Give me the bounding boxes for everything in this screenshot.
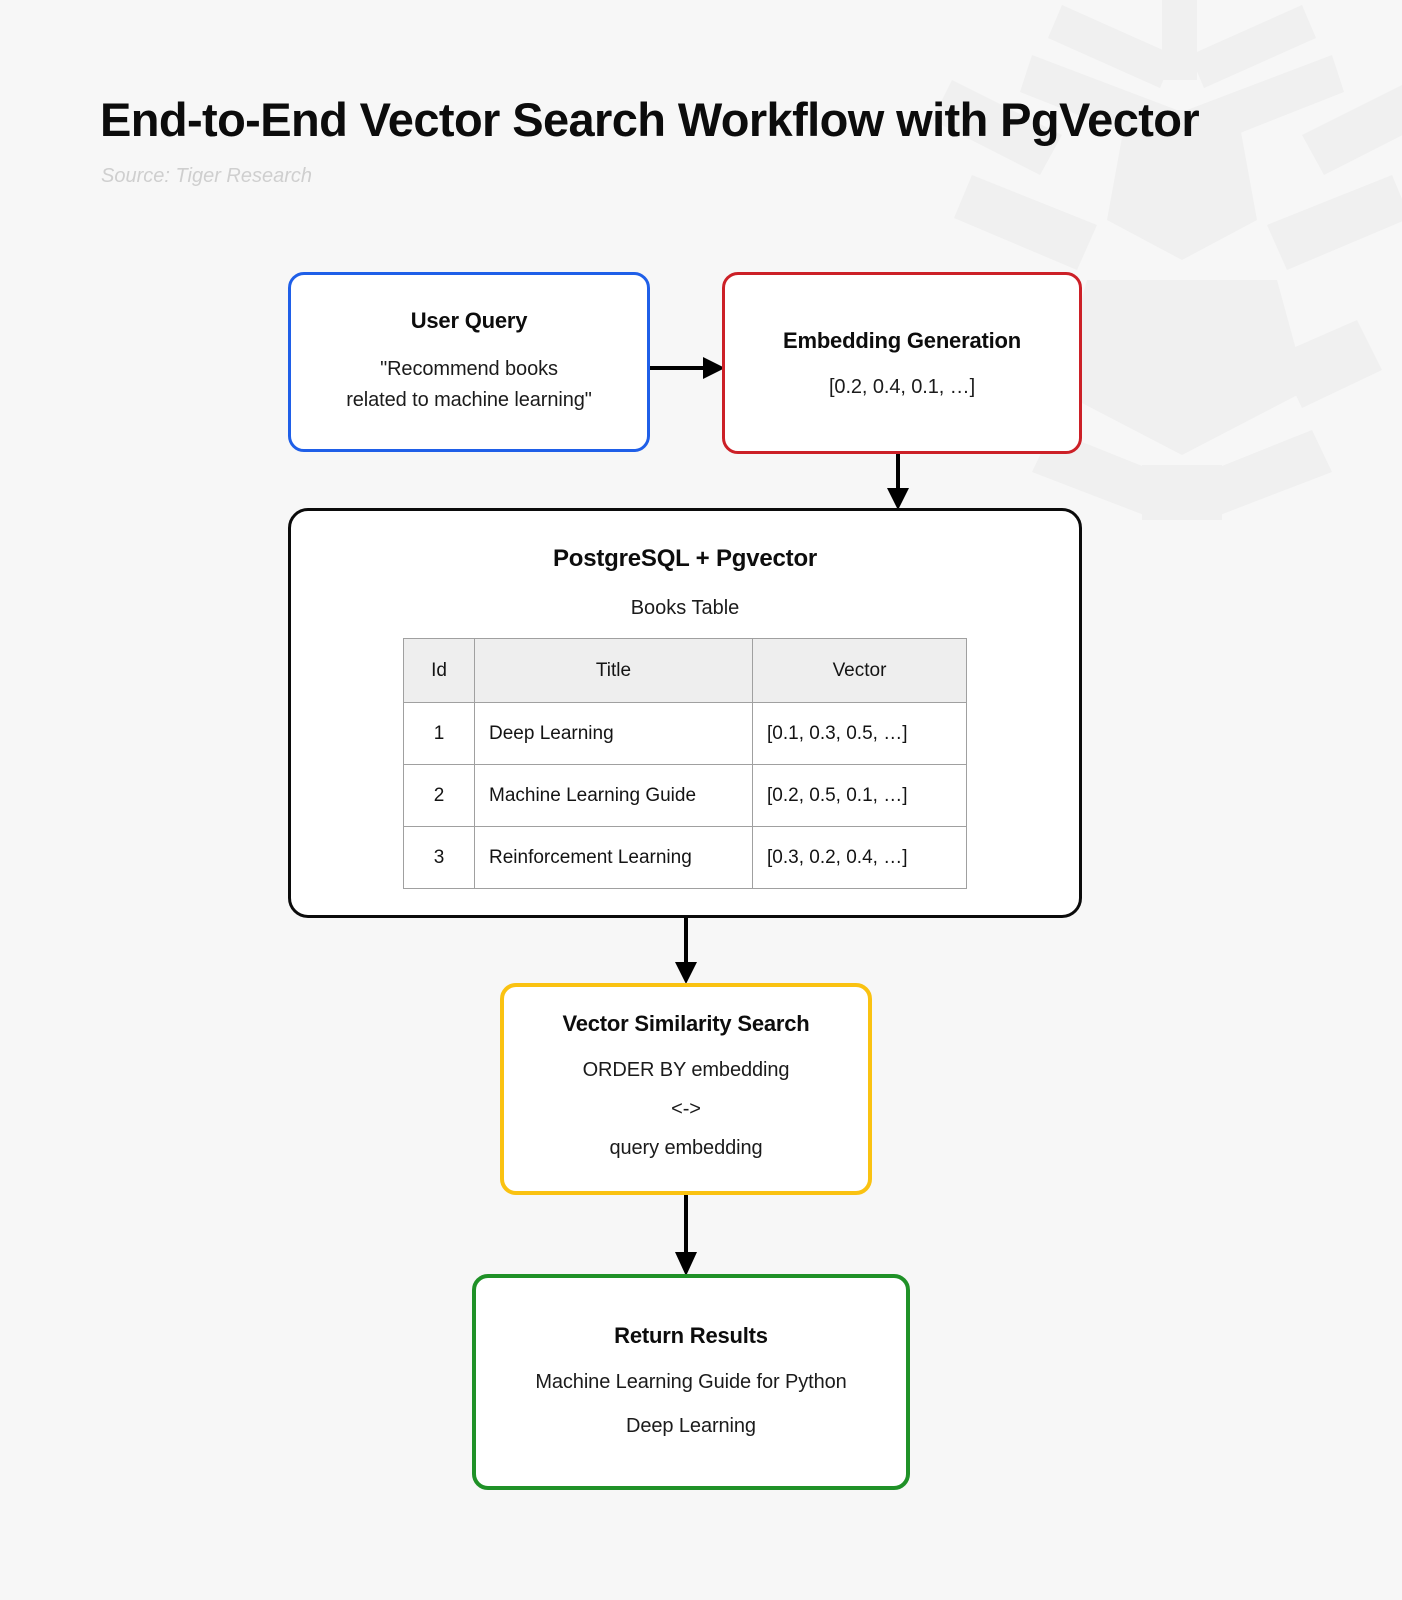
- node-vector-search-line3: query embedding: [609, 1136, 763, 1159]
- connector-embedding-to-postgres: [882, 450, 914, 514]
- node-vector-similarity-search-title: Vector Similarity Search: [562, 1010, 810, 1036]
- books-cell-id: 2: [403, 764, 475, 827]
- books-cell-vector: [0.2, 0.5, 0.1, …]: [752, 764, 967, 827]
- connector-postgres-to-vector-search: [670, 914, 702, 988]
- books-table-header-row: Id Title Vector: [403, 638, 967, 703]
- books-cell-title: Deep Learning: [474, 702, 753, 765]
- node-embedding-generation[interactable]: Embedding Generation [0.2, 0.4, 0.1, …]: [722, 272, 1082, 454]
- books-table: Id Title Vector 1 Deep Learning [0.1, 0.…: [403, 638, 967, 889]
- connector-vector-search-to-return-results: [670, 1192, 702, 1280]
- page-source-label: Source: Tiger Research: [101, 165, 313, 187]
- books-table-header-vector: Vector: [752, 638, 967, 703]
- books-cell-vector: [0.1, 0.3, 0.5, …]: [752, 702, 967, 765]
- node-return-results-title: Return Results: [614, 1323, 768, 1348]
- books-table-header-id: Id: [403, 638, 475, 703]
- node-vector-search-operator: <->: [671, 1097, 701, 1120]
- node-vector-search-line1: ORDER BY embedding: [582, 1058, 790, 1081]
- table-row[interactable]: 3 Reinforcement Learning [0.3, 0.2, 0.4,…: [403, 826, 967, 889]
- node-return-results-item-2: Deep Learning: [626, 1415, 756, 1437]
- books-table-header-title: Title: [474, 638, 753, 703]
- node-user-query[interactable]: User Query "Recommend books related to m…: [288, 272, 650, 452]
- node-postgresql-pgvector[interactable]: PostgreSQL + Pgvector Books Table Id Tit…: [288, 508, 1082, 918]
- node-postgresql-title: PostgreSQL + Pgvector: [552, 545, 818, 572]
- node-vector-similarity-search[interactable]: Vector Similarity Search ORDER BY embedd…: [500, 983, 872, 1195]
- books-cell-id: 1: [403, 702, 475, 765]
- books-cell-title: Reinforcement Learning: [474, 826, 753, 889]
- table-row[interactable]: 1 Deep Learning [0.1, 0.3, 0.5, …]: [403, 702, 967, 765]
- node-embedding-generation-vector: [0.2, 0.4, 0.1, …]: [828, 375, 976, 398]
- books-table-head: Id Title Vector: [403, 638, 967, 703]
- node-return-results-item-1: Machine Learning Guide for Python: [535, 1371, 847, 1393]
- node-user-query-text-line1: "Recommend books: [380, 358, 558, 380]
- node-embedding-generation-title: Embedding Generation: [782, 327, 1022, 353]
- books-table-body: 1 Deep Learning [0.1, 0.3, 0.5, …] 2 Mac…: [403, 702, 967, 889]
- node-return-results[interactable]: Return Results Machine Learning Guide fo…: [472, 1274, 910, 1490]
- books-cell-vector: [0.3, 0.2, 0.4, …]: [752, 826, 967, 889]
- books-cell-title: Machine Learning Guide: [474, 764, 753, 827]
- books-cell-id: 3: [403, 826, 475, 889]
- table-row[interactable]: 2 Machine Learning Guide [0.2, 0.5, 0.1,…: [403, 764, 967, 827]
- page-title: End-to-End Vector Search Workflow with P…: [100, 93, 1200, 146]
- books-table-caption: Books Table: [630, 597, 740, 619]
- node-user-query-text-line2: related to machine learning": [346, 389, 592, 411]
- node-user-query-title: User Query: [410, 308, 528, 333]
